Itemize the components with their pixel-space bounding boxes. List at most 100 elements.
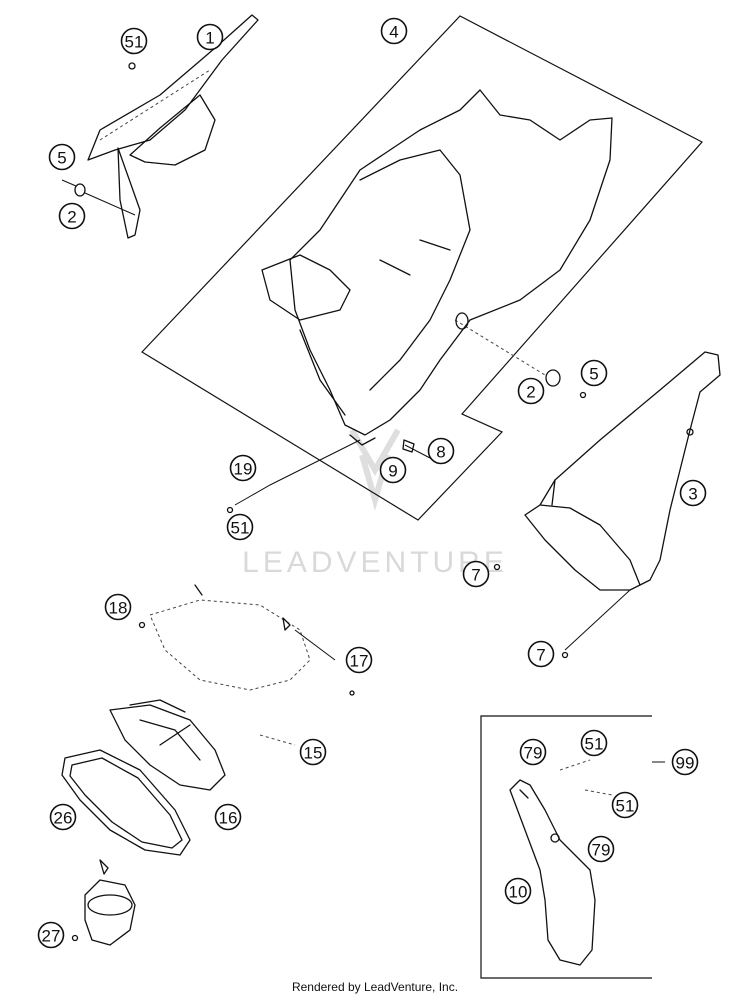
callout-label: 51 bbox=[585, 735, 604, 754]
callout-circle bbox=[214, 803, 242, 831]
callout-circle bbox=[580, 359, 608, 387]
callout-label: 19 bbox=[234, 460, 253, 479]
callout-circle bbox=[679, 479, 707, 507]
callout-label: 5 bbox=[57, 149, 66, 168]
part-screw-7-lower bbox=[561, 651, 569, 659]
kit-99-box bbox=[480, 715, 652, 979]
callout-8: 8 bbox=[427, 437, 455, 465]
callout-26: 26 bbox=[49, 803, 77, 831]
callout-18: 18 bbox=[104, 593, 132, 621]
callout-label: 7 bbox=[471, 566, 480, 585]
part-airbox-lid bbox=[138, 584, 355, 696]
callout-circle bbox=[519, 738, 547, 766]
callout-label: 1 bbox=[205, 29, 214, 48]
callout-5: 5 bbox=[48, 143, 76, 171]
callout-circle bbox=[517, 377, 545, 405]
callout-circle bbox=[196, 23, 224, 51]
part-air-filter bbox=[61, 749, 191, 856]
callout-circle bbox=[611, 791, 639, 819]
callout-label: 10 bbox=[509, 883, 528, 902]
callout-label: 17 bbox=[350, 652, 369, 671]
callout-7: 7 bbox=[462, 560, 490, 588]
callout-circle bbox=[379, 456, 407, 484]
assembly-4-outline bbox=[141, 15, 703, 521]
part-filter-cage bbox=[109, 699, 296, 791]
callout-2: 2 bbox=[517, 377, 545, 405]
callout-79: 79 bbox=[587, 835, 615, 863]
callout-circle bbox=[671, 748, 699, 776]
callout-51: 51 bbox=[226, 513, 254, 541]
callout-1: 1 bbox=[196, 23, 224, 51]
callout-circle bbox=[345, 646, 373, 674]
part-airbox-assembly bbox=[261, 89, 613, 446]
callouts: 1 51 5 2 4 2 5 3 8 9 19 51 7 7 18 17 15 16 26 27 79 51 99 51 79 1… bbox=[37, 17, 707, 949]
callout-label: 4 bbox=[389, 23, 398, 42]
callout-label: 5 bbox=[589, 365, 598, 384]
callout-circle bbox=[58, 202, 86, 230]
part-side-panel bbox=[524, 351, 721, 651]
callout-label: 9 bbox=[388, 462, 397, 481]
callout-label: 16 bbox=[219, 809, 238, 828]
callout-16: 16 bbox=[214, 803, 242, 831]
callout-79: 79 bbox=[519, 738, 547, 766]
callout-51: 51 bbox=[611, 791, 639, 819]
callout-label: 8 bbox=[436, 443, 445, 462]
callout-51: 51 bbox=[580, 729, 608, 757]
callout-circle bbox=[504, 877, 532, 905]
callout-circle bbox=[229, 454, 257, 482]
callout-5: 5 bbox=[580, 359, 608, 387]
callout-label: 7 bbox=[536, 646, 545, 665]
callout-label: 2 bbox=[67, 208, 76, 227]
callout-label: 79 bbox=[592, 841, 611, 860]
watermark: LEADVENTURE bbox=[242, 428, 508, 579]
part-nut-51-mid bbox=[226, 506, 234, 514]
callout-label: 27 bbox=[42, 927, 61, 946]
callout-circle bbox=[527, 640, 555, 668]
part-washer-2-right bbox=[545, 369, 561, 387]
callout-circle bbox=[226, 513, 254, 541]
callout-label: 26 bbox=[54, 809, 73, 828]
callout-4: 4 bbox=[380, 17, 408, 45]
footer-credit: Rendered by LeadVenture, Inc. bbox=[291, 980, 459, 994]
part-frame-guard bbox=[87, 14, 259, 239]
leader-8-9 bbox=[404, 444, 431, 459]
callout-circle bbox=[380, 17, 408, 45]
leader-5-2-left bbox=[61, 179, 136, 216]
callout-27: 27 bbox=[37, 921, 65, 949]
callout-circle bbox=[427, 437, 455, 465]
part-nut-51-top bbox=[128, 62, 136, 70]
callout-label: 51 bbox=[616, 797, 635, 816]
callout-label: 15 bbox=[304, 744, 323, 763]
callout-label: 3 bbox=[688, 485, 697, 504]
callout-circle bbox=[48, 143, 76, 171]
callout-circle bbox=[49, 803, 77, 831]
callout-17: 17 bbox=[345, 646, 373, 674]
part-screw-7-upper bbox=[493, 563, 501, 571]
callout-label: 18 bbox=[109, 599, 128, 618]
callout-label: 51 bbox=[125, 33, 144, 52]
callout-circle bbox=[462, 560, 490, 588]
callout-circle bbox=[299, 738, 327, 766]
callout-label: 51 bbox=[231, 519, 250, 538]
callout-10: 10 bbox=[504, 877, 532, 905]
watermark-text: LEADVENTURE bbox=[242, 546, 508, 579]
callout-circle bbox=[37, 921, 65, 949]
callout-circle bbox=[587, 835, 615, 863]
callout-label: 79 bbox=[524, 744, 543, 763]
callout-label: 99 bbox=[676, 754, 695, 773]
callout-label: 2 bbox=[526, 383, 535, 402]
callout-15: 15 bbox=[299, 738, 327, 766]
part-intake-boot bbox=[71, 859, 136, 946]
callout-2: 2 bbox=[58, 202, 86, 230]
callout-9: 9 bbox=[379, 456, 407, 484]
callout-3: 3 bbox=[679, 479, 707, 507]
leader-19-51 bbox=[234, 439, 361, 506]
part-screw-5-right bbox=[579, 391, 587, 399]
callout-7: 7 bbox=[527, 640, 555, 668]
callout-circle bbox=[120, 27, 148, 55]
callout-circle bbox=[580, 729, 608, 757]
part-clip-8 bbox=[402, 439, 415, 453]
part-washer-2-left bbox=[74, 183, 86, 197]
callout-19: 19 bbox=[229, 454, 257, 482]
